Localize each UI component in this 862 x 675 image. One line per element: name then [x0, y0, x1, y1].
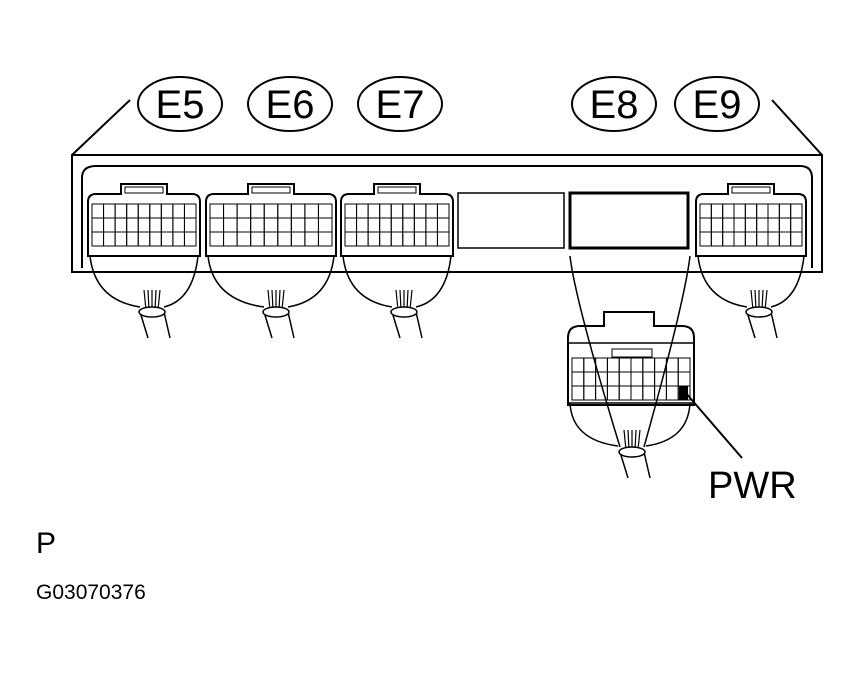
- harness-strand: [267, 289, 271, 311]
- socket-latch: [731, 186, 771, 194]
- callout-e6: E6: [247, 76, 333, 132]
- harness-strand: [623, 429, 627, 451]
- terminal-cavity: [436, 231, 450, 247]
- harness-strand: [143, 289, 147, 311]
- socket-housing: [205, 183, 337, 257]
- pwr-terminal: [679, 386, 688, 400]
- svg-text:E9: E9: [693, 83, 742, 127]
- harness-wire: [697, 255, 805, 308]
- harness-bundle: [746, 311, 778, 339]
- harness-tie: [262, 306, 290, 318]
- harness-strand: [281, 289, 285, 311]
- harness-strand: [395, 289, 399, 311]
- terminal-cavity: [183, 231, 197, 247]
- socket-e7: [340, 183, 454, 257]
- harness-tie: [138, 306, 166, 318]
- socket-latch: [251, 186, 291, 194]
- wire-harness-e9: [697, 255, 805, 339]
- harness-strand: [764, 289, 768, 311]
- harness-wire: [569, 402, 691, 447]
- harness-wire: [569, 255, 691, 448]
- harness-bundle: [619, 451, 651, 479]
- empty-socket-1: [457, 192, 565, 249]
- separate-connector-pins: [571, 348, 691, 401]
- callout-e9: E9: [674, 76, 760, 132]
- harness-tie: [745, 306, 773, 318]
- wire-harness-e7: [342, 255, 452, 339]
- harness-tie: [618, 446, 646, 458]
- pwr-label: PWR: [708, 465, 797, 507]
- page-letter: P: [36, 527, 56, 560]
- harness-strand: [409, 289, 413, 311]
- wire-harness-e6: [207, 255, 335, 339]
- harness-bundle: [391, 311, 423, 339]
- wire-harness-e5: [89, 255, 199, 339]
- harness-strand: [750, 289, 754, 311]
- socket-housing: [340, 183, 454, 257]
- terminal-cavity: [790, 231, 803, 247]
- socket-latch: [124, 186, 164, 194]
- harness-wire: [207, 255, 335, 308]
- socket-e5: [87, 183, 201, 257]
- harness-strand: [157, 289, 161, 311]
- harness-bundle: [139, 311, 171, 339]
- svg-text:E7: E7: [376, 83, 425, 127]
- harness-strand: [637, 429, 641, 451]
- harness-wire: [342, 255, 452, 308]
- harness-bundle: [263, 311, 295, 339]
- pwr-leader-line: [684, 391, 743, 459]
- socket-e9: [695, 183, 807, 257]
- ecu-housing: [71, 99, 823, 273]
- harness-wire: [89, 255, 199, 308]
- callout-e7: E7: [357, 76, 443, 132]
- figure-code: G03070376: [36, 581, 146, 604]
- terminal-cavity: [317, 231, 333, 247]
- socket-housing: [87, 183, 201, 257]
- socket-housing: [695, 183, 807, 257]
- socket-e6: [205, 183, 337, 257]
- callout-e5: E5: [137, 76, 223, 132]
- sep-latch: [611, 348, 653, 358]
- callout-e8: E8: [571, 76, 657, 132]
- svg-text:E8: E8: [590, 83, 639, 127]
- svg-text:E6: E6: [266, 83, 315, 127]
- harness-tie: [390, 306, 418, 318]
- empty-socket-2: [568, 191, 690, 250]
- socket-latch: [377, 186, 417, 194]
- wire-harness-separate: [569, 255, 691, 479]
- svg-text:E5: E5: [156, 83, 205, 127]
